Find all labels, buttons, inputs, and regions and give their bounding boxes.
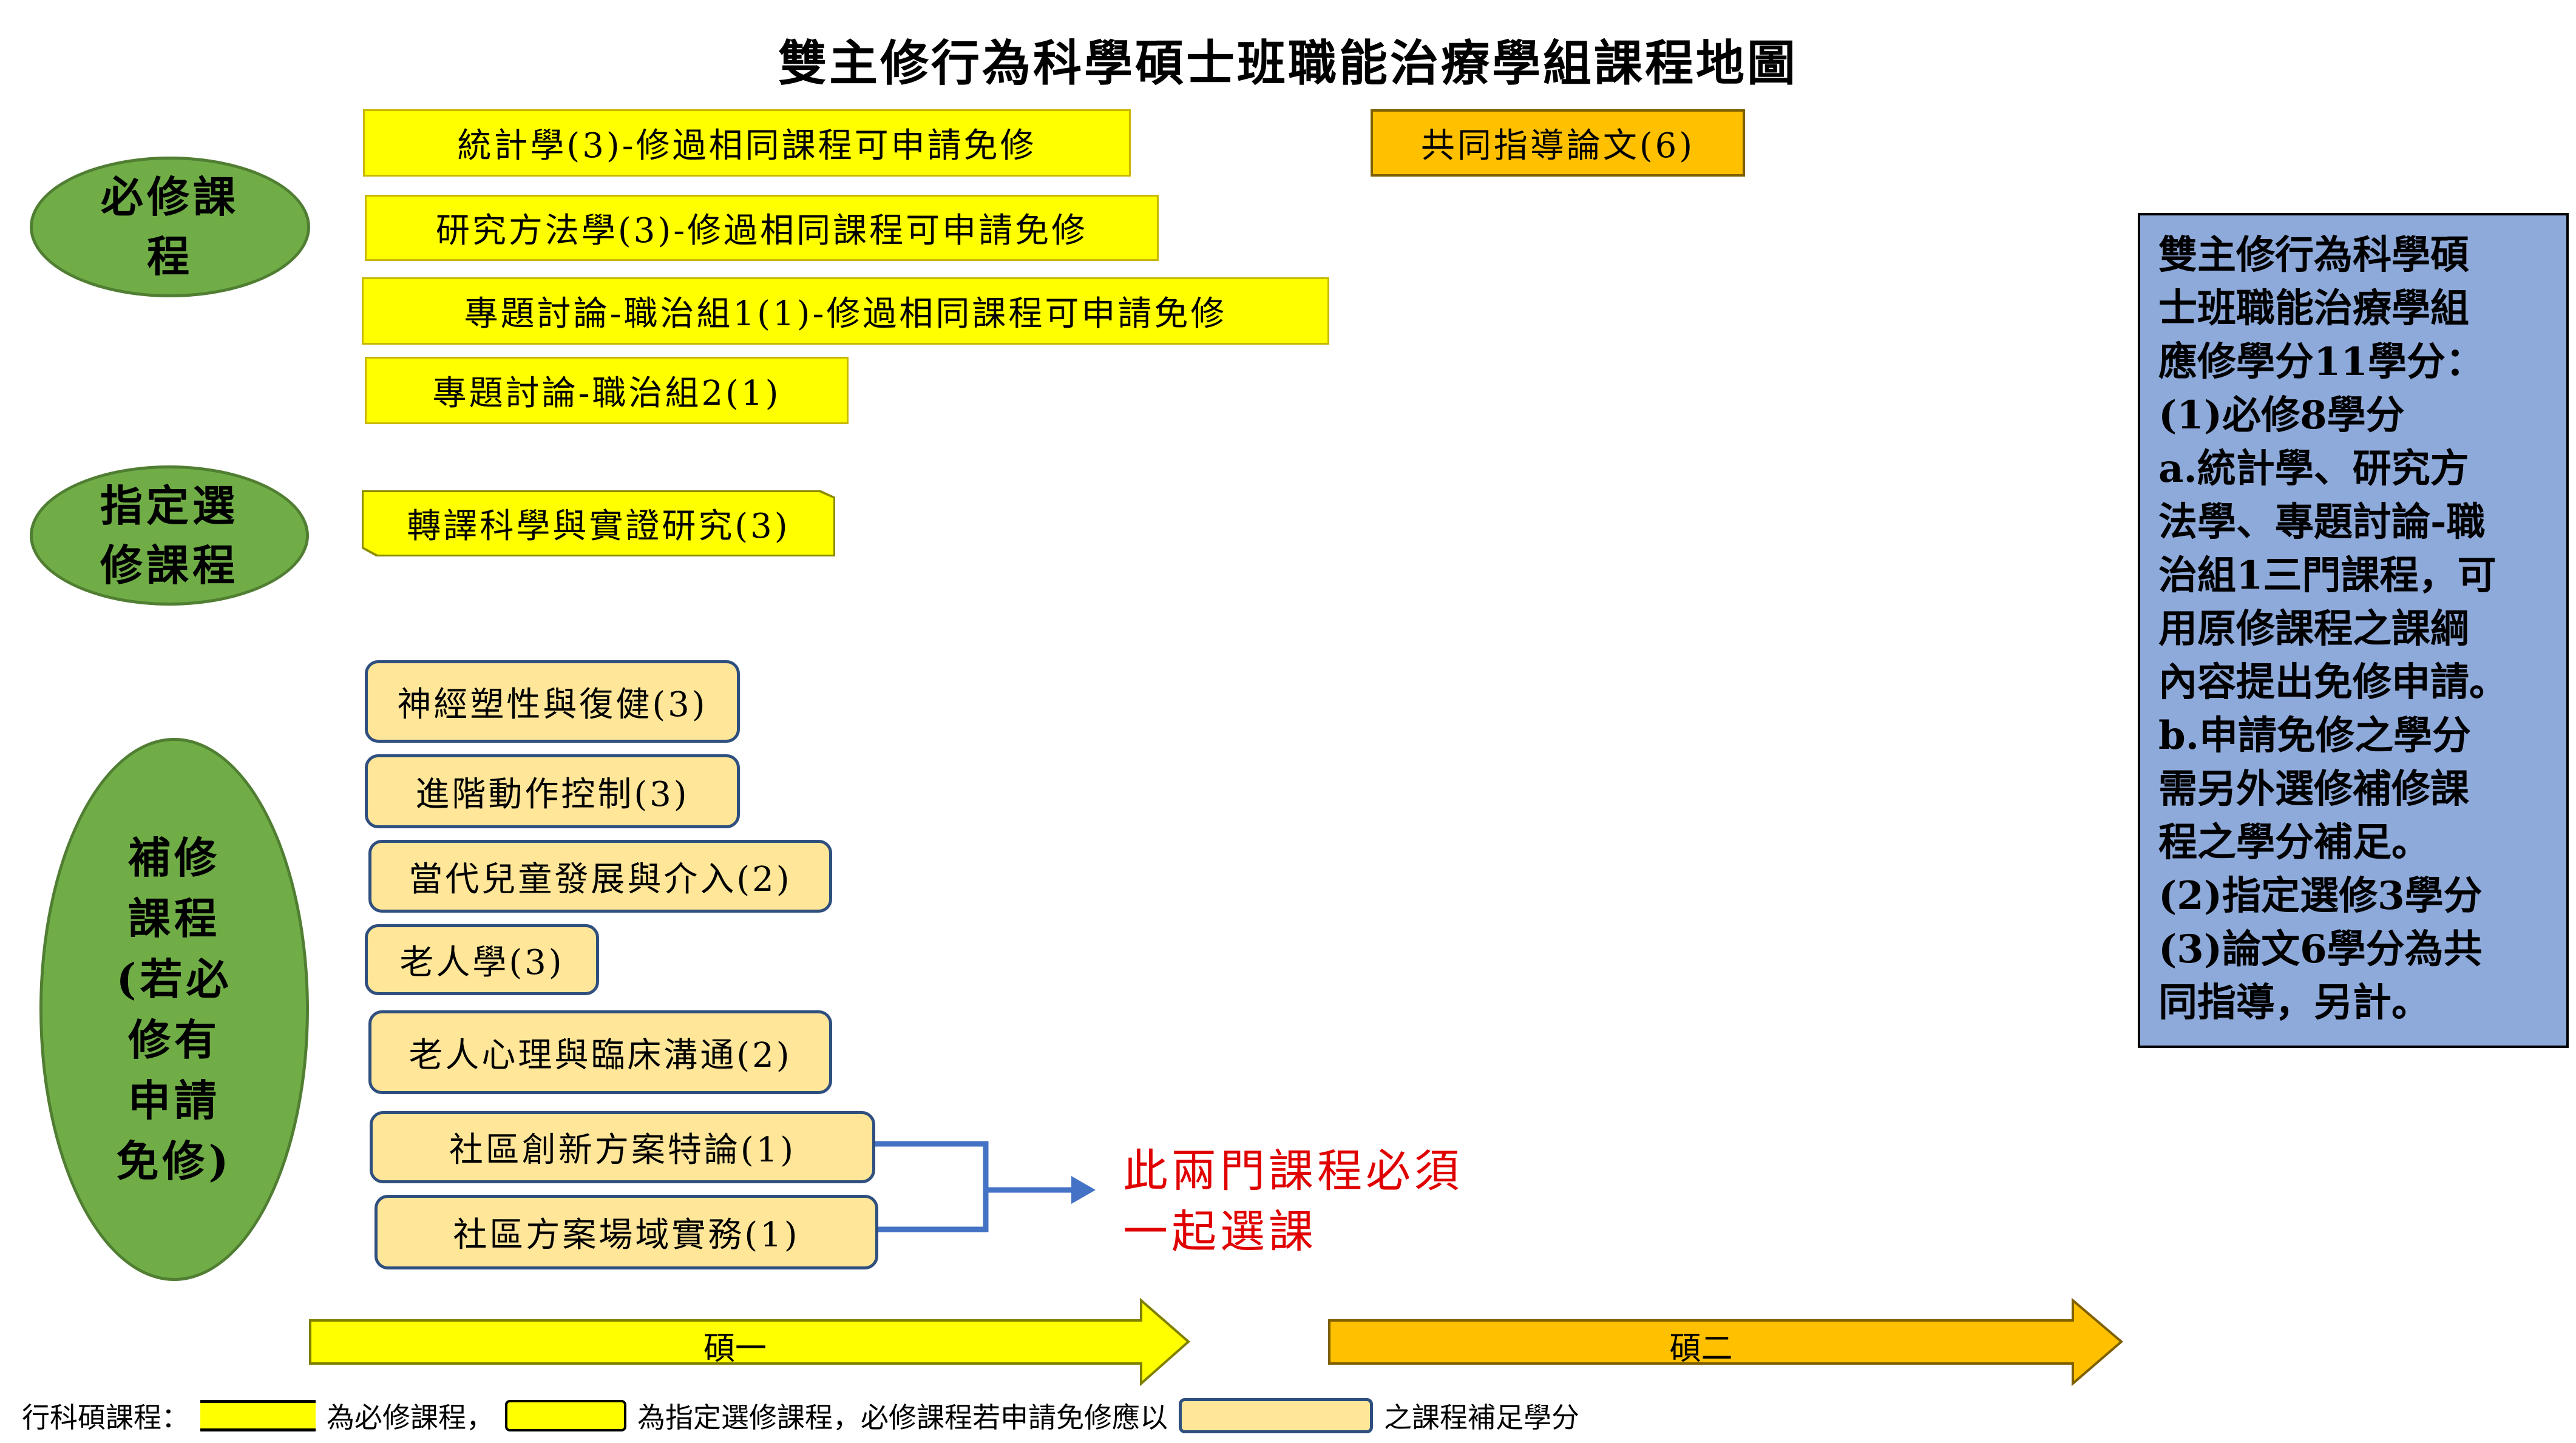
category-label: 補修課程(若必修有申請免修)	[116, 832, 232, 1186]
note-line: 士班職能治療學組	[2158, 286, 2469, 331]
category-required: 必修課程	[30, 157, 310, 297]
legend-supplementary-text: 之課程補足學分	[1384, 1401, 1579, 1434]
category-supplementary: 補修課程(若必修有申請免修)	[39, 738, 309, 1281]
supplementary-course: 社區創新方案特論(1)	[370, 1111, 875, 1183]
thesis-course: 共同指導論文(6)	[1371, 109, 1745, 177]
supplementary-course: 進階動作控制(3)	[365, 754, 740, 828]
note-line: 內容提出免修申請。	[2158, 660, 2508, 705]
legend-swatch-designated	[505, 1400, 626, 1431]
legend-required-text: 為必修課程，	[327, 1401, 494, 1434]
required-course: 專題討論-職治組2(1)	[365, 357, 849, 424]
year2-label: 碩二	[1669, 1331, 1733, 1367]
legend: 行科碩課程： 為必修課程， 為指定選修課程，必修課程若申請免修應以 之課程補足學…	[22, 1396, 1579, 1436]
legend-designated-text: 為指定選修課程，必修課程若申請免修應以	[637, 1401, 1168, 1434]
designated-course-label: 轉譯科學與實證研究(3)	[364, 492, 833, 555]
year1-arrow	[309, 1297, 1191, 1387]
note-line: a.統計學、研究方	[2158, 446, 2469, 492]
supplementary-course: 當代兒童發展與介入(2)	[368, 840, 832, 913]
note-line: 法學、專題討論-職	[2158, 499, 2486, 545]
paired-note-line: 一起選課	[1123, 1206, 1317, 1258]
year1-label: 碩一	[703, 1331, 767, 1367]
paired-connector	[875, 1141, 1074, 1232]
category-label: 指定選修課程	[100, 480, 239, 590]
note-line: (1)必修8學分	[2158, 393, 2405, 438]
supplementary-course: 神經塑性與復健(3)	[365, 660, 740, 743]
note-line: 用原修課程之課綱	[2158, 606, 2469, 652]
designated-course: 轉譯科學與實證研究(3)	[362, 490, 835, 556]
note-line: 治組1三門課程，可	[2158, 553, 2496, 598]
note-line: 雙主修行為科學碩	[2158, 232, 2469, 278]
note-line: 應修學分11學分：	[2158, 339, 2485, 385]
legend-prefix: 行科碩課程：	[22, 1401, 189, 1434]
required-course: 研究方法學(3)-修過相同課程可申請免修	[365, 195, 1159, 261]
note-line: 需另外選修補修課	[2158, 766, 2469, 812]
supplementary-course: 老人學(3)	[365, 924, 599, 995]
note-line: b.申請免修之學分	[2158, 713, 2472, 759]
supplementary-course: 老人心理與臨床溝通(2)	[368, 1010, 832, 1094]
supplementary-course: 社區方案場域實務(1)	[375, 1195, 878, 1269]
paired-course-note: 此兩門課程必須 一起選課	[1123, 1141, 1463, 1262]
page-title: 雙主修行為科學碩士班職能治療學組課程地圖	[778, 35, 1798, 92]
note-line: (2)指定選修3學分	[2158, 873, 2483, 919]
legend-swatch-supplementary	[1179, 1398, 1373, 1433]
required-course: 統計學(3)-修過相同課程可申請免修	[363, 109, 1131, 177]
note-line: 程之學分補足。	[2158, 820, 2430, 865]
credit-requirements-note: 雙主修行為科學碩 士班職能治療學組 應修學分11學分： (1)必修8學分 a.統…	[2138, 213, 2569, 1048]
note-line: (3)論文6學分為共	[2158, 927, 2483, 972]
paired-arrowhead	[1071, 1176, 1096, 1204]
year2-arrow	[1328, 1297, 2124, 1387]
required-course: 專題討論-職治組1(1)-修過相同課程可申請免修	[362, 277, 1329, 345]
legend-swatch-required	[200, 1400, 316, 1431]
paired-note-line: 此兩門課程必須	[1123, 1145, 1463, 1197]
note-line: 同指導，另計。	[2158, 980, 2430, 1026]
category-designated: 指定選修課程	[30, 465, 309, 606]
category-label: 必修課程	[101, 172, 239, 282]
